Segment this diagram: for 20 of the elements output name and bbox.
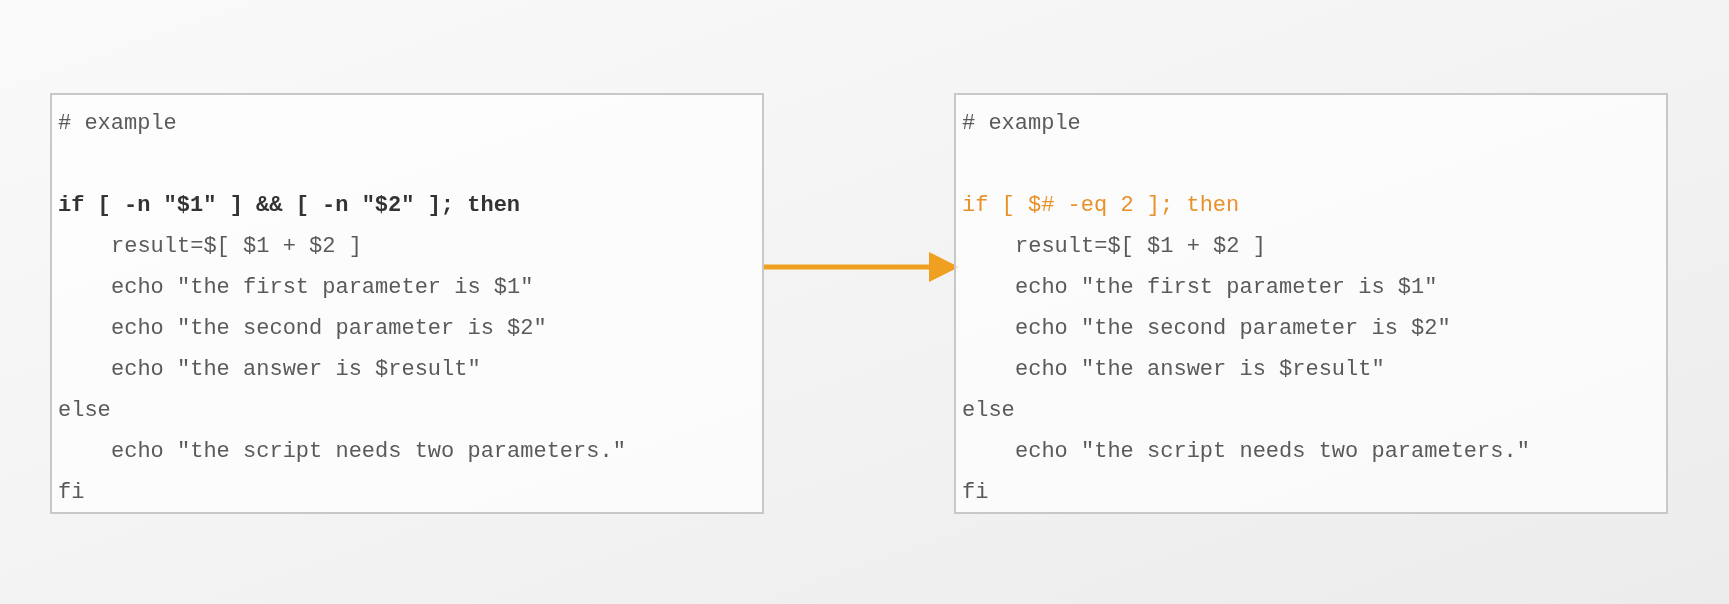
code-line: else xyxy=(962,397,1015,425)
code-line: # example xyxy=(962,110,1081,138)
code-line: echo "the first parameter is $1" xyxy=(1015,274,1438,302)
code-line: # example xyxy=(58,110,177,138)
code-line: else xyxy=(58,397,111,425)
code-box xyxy=(954,93,1668,514)
code-line: echo "the second parameter is $2" xyxy=(1015,315,1451,343)
code-line: result=$[ $1 + $2 ] xyxy=(1015,233,1266,261)
code-line: echo "the answer is $result" xyxy=(1015,356,1385,384)
code-line: echo "the script needs two parameters." xyxy=(1015,438,1530,466)
code-line: fi xyxy=(58,479,85,507)
code-line: echo "the script needs two parameters." xyxy=(111,438,626,466)
code-line: fi xyxy=(962,479,989,507)
code-line: result=$[ $1 + $2 ] xyxy=(111,233,362,261)
code-line: echo "the first parameter is $1" xyxy=(111,274,534,302)
code-line: echo "the answer is $result" xyxy=(111,356,481,384)
code-line: if [ -n "$1" ] && [ -n "$2" ]; then xyxy=(58,192,521,220)
code-line: if [ $# -eq 2 ]; then xyxy=(962,192,1240,220)
code-line: echo "the second parameter is $2" xyxy=(111,315,547,343)
code-box xyxy=(50,93,764,514)
